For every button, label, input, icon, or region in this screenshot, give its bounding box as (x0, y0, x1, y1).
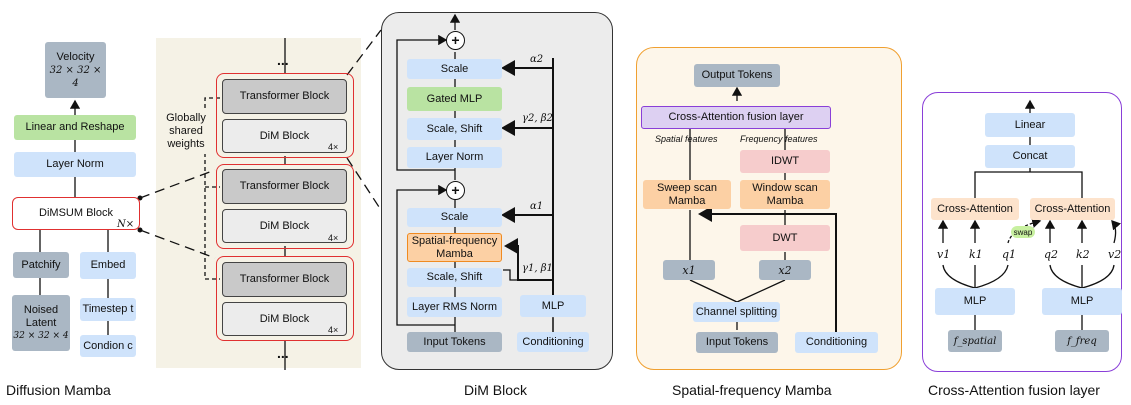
dim-block-2: DiM Block (222, 209, 347, 243)
sf-channel-splitting: Channel splitting (693, 302, 780, 322)
dots-bottom: ... (277, 345, 289, 361)
dimsum-block-box: DiMSUM Block (12, 197, 140, 230)
condition-box: Condion c (80, 335, 136, 357)
fusion-k1: k1 (969, 248, 983, 261)
sf-mamba-caption: Spatial-frequency Mamba (672, 382, 832, 398)
diffusion-mamba-caption: Diffusion Mamba (6, 382, 111, 398)
fusion-linear: Linear (985, 113, 1075, 137)
fusion-q1: q1 (1002, 248, 1017, 261)
plus-top: + (446, 31, 465, 50)
fusion-swap: swap (1011, 226, 1035, 238)
dim-sf-mamba: Spatial-frequency Mamba (407, 233, 502, 262)
repeat-2: 4× (328, 233, 339, 243)
noised-latent-label: Noised Latent (23, 303, 59, 329)
fusion-f-freq: f_freq (1055, 330, 1109, 352)
dots-top: ... (277, 52, 289, 68)
shared-weights-label: Globally shared weights (160, 108, 212, 154)
layer-norm-box: Layer Norm (14, 152, 136, 177)
gamma2-beta2-label: γ2, β2 (522, 113, 553, 124)
stack-group-2 (216, 164, 354, 249)
repeat-1: 4× (328, 142, 339, 152)
fusion-caption: Cross-Attention fusion layer (928, 382, 1100, 398)
dim-rms-norm: Layer RMS Norm (407, 297, 502, 317)
fusion-f-spatial: f_spatial (948, 330, 1002, 352)
sf-window-scan: Window scan Mamba (740, 180, 830, 209)
dim-block-caption: DiM Block (464, 382, 528, 398)
fusion-concat: Concat (985, 145, 1075, 168)
sf-output-tokens: Output Tokens (694, 64, 780, 87)
dim-scale-top: Scale (407, 59, 502, 79)
repeat-3: 4× (328, 325, 339, 335)
gamma1-beta1-label: γ1, β1 (522, 263, 553, 274)
sf-fusion-layer: Cross-Attention fusion layer (641, 106, 831, 129)
dimsum-repeat: N× (117, 219, 135, 230)
dim-scale-shift-top: Scale, Shift (407, 118, 502, 140)
sf-x2: x2 (759, 260, 811, 280)
sf-x1: x1 (663, 260, 715, 280)
stack-group-1 (216, 73, 354, 158)
embed-box: Embed (80, 252, 136, 279)
alpha1-label: α1 (530, 201, 544, 212)
noised-latent-box: Noised Latent 32 × 32 × 4 (12, 295, 70, 351)
dim-layer-norm: Layer Norm (407, 147, 502, 168)
timestep-box: Timestep t (80, 298, 136, 321)
linear-reshape-box: Linear and Reshape (14, 115, 136, 140)
fusion-v2: v2 (1108, 248, 1122, 261)
fusion-cross-attention-left: Cross-Attention (931, 198, 1019, 220)
fusion-cross-attention-right: Cross-Attention (1030, 198, 1115, 220)
sf-frequency-features: Frequency features (740, 134, 818, 144)
noised-latent-dims: 32 × 32 × 4 (13, 330, 69, 341)
sf-sweep-scan: Sweep scan Mamba (643, 180, 731, 209)
sf-spatial-features: Spatial features (655, 134, 718, 144)
fusion-q2: q2 (1044, 248, 1059, 261)
velocity-label: Velocity (56, 50, 95, 63)
plus-mid: + (446, 181, 465, 200)
sf-dwt: DWT (740, 225, 830, 251)
velocity-box: Velocity 32 × 32 × 4 (45, 42, 106, 98)
transformer-block-1: Transformer Block (222, 79, 347, 114)
fusion-mlp-right: MLP (1042, 288, 1122, 315)
dim-gated-mlp: Gated MLP (407, 87, 502, 111)
dim-input-tokens: Input Tokens (407, 332, 502, 352)
dimsum-block-label: DiMSUM Block (39, 207, 113, 219)
dim-scale-shift-bottom: Scale, Shift (407, 268, 502, 287)
alpha2-label: α2 (530, 54, 544, 65)
fusion-v1: v1 (937, 248, 951, 261)
transformer-block-2: Transformer Block (222, 169, 347, 204)
fusion-k2: k2 (1076, 248, 1090, 261)
dim-block-3: DiM Block (222, 302, 347, 336)
fusion-mlp-left: MLP (935, 288, 1015, 315)
dim-scale-mid: Scale (407, 208, 502, 227)
patchify-box: Patchify (13, 252, 69, 278)
velocity-dims: 32 × 32 × 4 (49, 64, 102, 89)
dim-mlp: MLP (520, 295, 586, 317)
dim-block-1: DiM Block (222, 119, 347, 153)
sf-idwt: IDWT (740, 150, 830, 173)
dim-conditioning: Conditioning (517, 332, 589, 352)
sf-input-tokens: Input Tokens (696, 332, 778, 353)
sf-conditioning: Conditioning (795, 332, 878, 353)
transformer-block-3: Transformer Block (222, 262, 347, 297)
stack-group-3 (216, 256, 354, 341)
